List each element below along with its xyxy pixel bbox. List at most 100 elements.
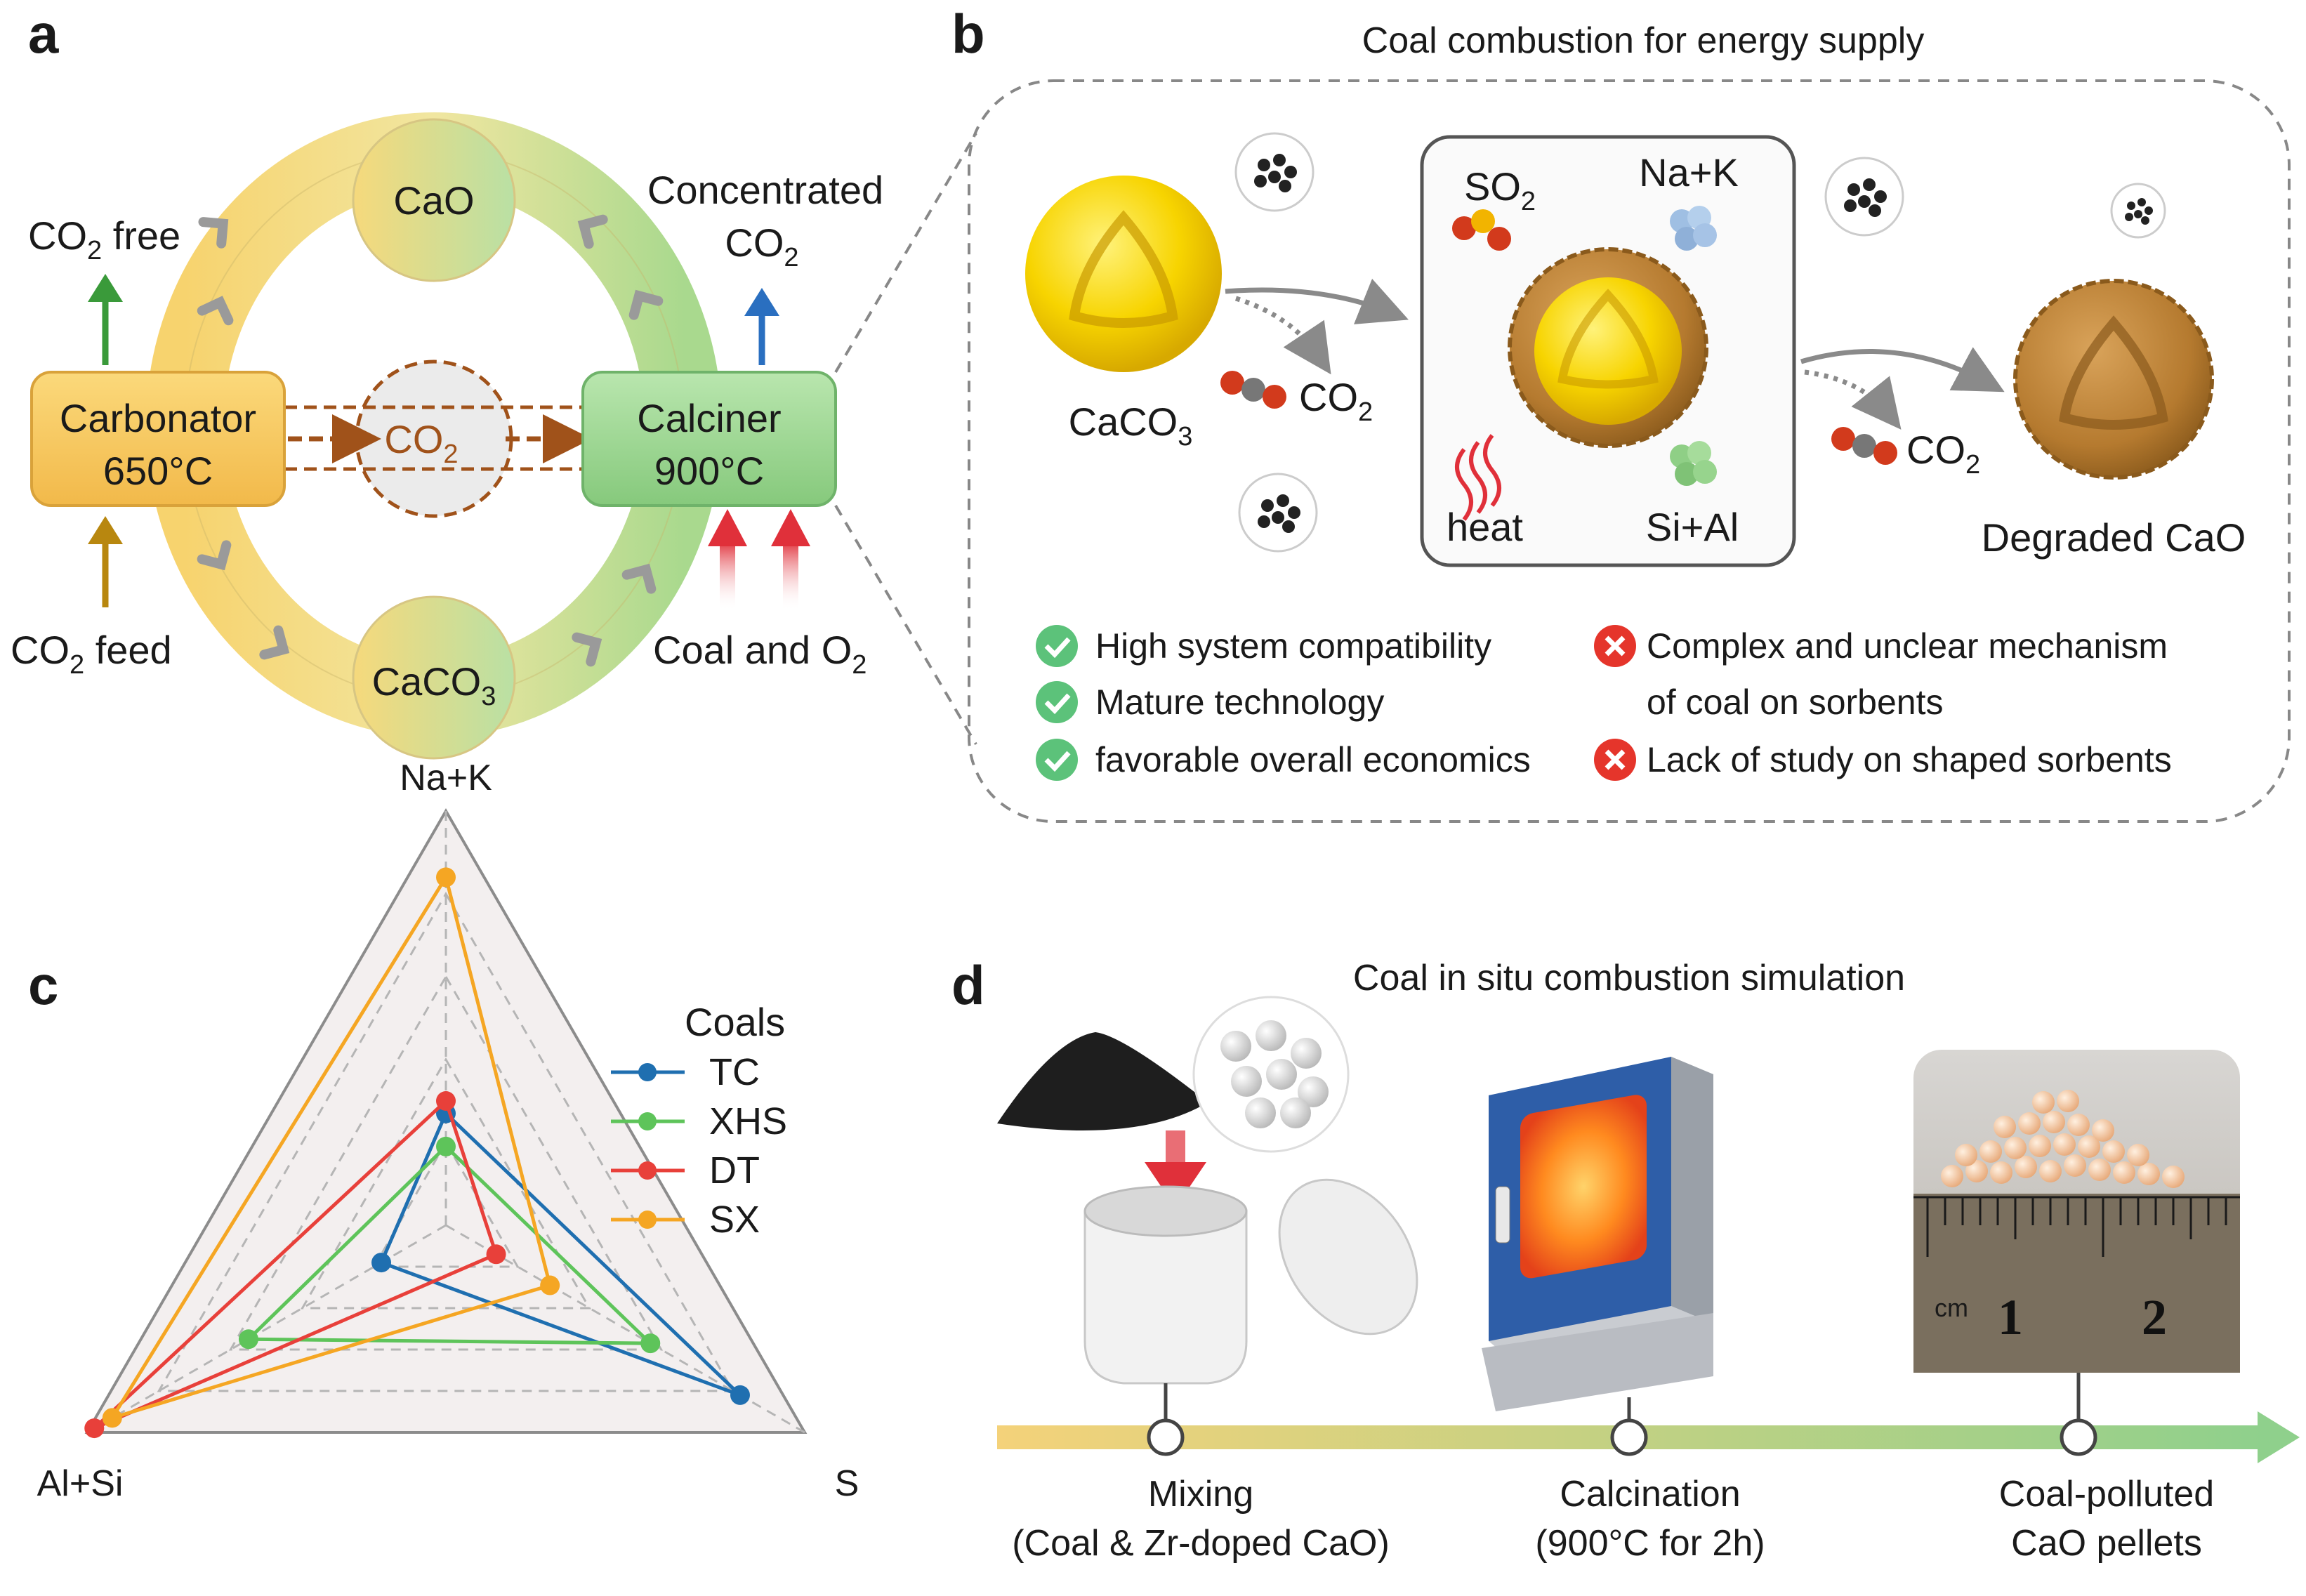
legend-title: Coals: [685, 1000, 785, 1044]
zoom-connector: [834, 132, 977, 746]
con-text: Lack of study on shaped sorbents: [1647, 740, 2172, 779]
step-2-line2: (900°C for 2h): [1535, 1523, 1765, 1564]
radar-point: [102, 1408, 122, 1428]
pro-item: Mature technology: [1036, 681, 1384, 723]
step-2-line1: Calcination: [1560, 1474, 1740, 1515]
panel-d: d Coal in situ combustion simulation: [951, 954, 2300, 1564]
con-item: Lack of study on shaped sorbents: [1594, 739, 2172, 781]
panel-label-b: b: [951, 3, 985, 65]
radar-axis-label: Na+K: [400, 758, 492, 798]
pro-text: Mature technology: [1095, 682, 1384, 722]
panel-label-d: d: [951, 954, 985, 1016]
heat-icon: [1455, 434, 1501, 521]
radar-grid-ring: [228, 975, 664, 1351]
coal-particles: [1234, 132, 2166, 553]
radar-axis-label: Al+Si: [37, 1463, 124, 1504]
radar-point: [371, 1253, 392, 1273]
ruler: [1913, 1196, 2240, 1257]
timeline-node-mixing: [1147, 1418, 1185, 1456]
pro-item: favorable overall economics: [1036, 739, 1531, 781]
legend-label: SX: [709, 1199, 760, 1241]
step-1-line1: Mixing: [1148, 1474, 1253, 1515]
degraded-cao: Degraded CaO: [1982, 279, 2246, 560]
radar-series-line: [93, 1097, 499, 1430]
panel-b-frame: [968, 79, 2291, 823]
co2-label-2: CO2: [1906, 428, 1980, 480]
con-text: Complex and unclear mechanism: [1647, 626, 2168, 666]
sial-label: Si+Al: [1646, 505, 1739, 549]
panel-b-title: Coal combustion for energy supply: [1362, 20, 1925, 61]
pros-list: High system compatibility Mature technol…: [1036, 625, 1531, 781]
con-text-continued: of coal on sorbents: [1647, 682, 1944, 722]
pellets-icon: [1192, 996, 1350, 1153]
legend-label: TC: [709, 1051, 760, 1093]
co2-free-label: CO2 free: [28, 213, 180, 265]
panel-label-a: a: [28, 3, 59, 65]
pro-text: favorable overall economics: [1095, 740, 1531, 779]
nak-label: Na+K: [1639, 150, 1739, 194]
radar-axis-label: S: [835, 1463, 859, 1504]
co2-feed-arrow: CO2 feed: [11, 516, 172, 680]
panel-b: b Coal combustion for energy supply CaCO…: [951, 3, 2291, 823]
pro-text: High system compatibility: [1095, 626, 1491, 666]
caco3-b-label: CaCO3: [1069, 400, 1193, 451]
caco3-node: CaCO3: [352, 595, 516, 760]
radar-point: [730, 1385, 750, 1405]
radar-point: [486, 1244, 506, 1265]
step-3-line1: Coal-polluted: [1999, 1474, 2214, 1515]
pro-item: High system compatibility: [1036, 625, 1491, 667]
carbonator-box: Carbonator 650°C: [30, 371, 286, 507]
step-3-line2: CaO pellets: [2011, 1523, 2202, 1564]
co2-feed-label: CO2 feed: [11, 628, 172, 680]
arrow-co2-release-2: [1804, 369, 1902, 430]
timeline-node-calcination: [1610, 1418, 1648, 1456]
radar-point: [540, 1275, 560, 1295]
radar-series-line: [244, 1144, 655, 1345]
radar-series-line: [108, 873, 553, 1421]
crucible: [1083, 1178, 1418, 1385]
coal-pile: [997, 1032, 1208, 1130]
heat-label: heat: [1447, 505, 1523, 549]
furnace: [1482, 1057, 1713, 1411]
down-arrow-icon: [1166, 1130, 1185, 1166]
radar-point: [436, 1091, 456, 1111]
radar-point: [640, 1333, 661, 1354]
ruler-mark-2: 2: [2142, 1289, 2167, 1345]
legend-label: XHS: [709, 1100, 787, 1142]
ring-chevrons: [197, 214, 664, 667]
radar-point: [436, 1136, 456, 1156]
timeline-node-pellets: [2060, 1418, 2097, 1456]
radar-grid-ring: [372, 1140, 520, 1268]
caco3-sphere: CaCO3: [1025, 176, 1222, 451]
combustion-box: SO2 Na+K heat Si+Al: [1420, 135, 1796, 567]
panel-label-c: c: [28, 954, 58, 1016]
radar-point: [84, 1418, 105, 1439]
calciner-temp: 900°C: [654, 449, 764, 493]
concentrated-co2-arrow: Concentrated CO2: [647, 168, 883, 365]
legend-marker: [638, 1161, 657, 1180]
calciner-name: Calciner: [637, 396, 781, 440]
legend-marker: [638, 1063, 657, 1081]
caco3-label: CaCO3: [372, 659, 496, 711]
cao-label: CaO: [393, 178, 474, 223]
timeline: [997, 1411, 2300, 1463]
radar-grid-ring: [157, 892, 735, 1392]
co2-free-arrow: CO2 free: [28, 213, 180, 365]
radar-series-line: [378, 1110, 742, 1397]
coal-o2-label: Coal and O2: [653, 628, 867, 680]
legend-marker: [638, 1211, 657, 1229]
carbonator-name: Carbonator: [60, 396, 256, 440]
arrow-caco3-to-box: [1225, 278, 1409, 324]
ruler-unit: cm: [1935, 1293, 1968, 1322]
calciner-box: Calciner 900°C: [581, 371, 837, 507]
pellets-photo: cm 1 2: [1913, 1050, 2240, 1373]
co2-transfer: CO2: [284, 360, 592, 518]
photo-pellets: [1941, 1090, 2185, 1188]
concentrated-co2-label: CO2: [725, 220, 798, 272]
cao-node: CaO: [352, 118, 516, 282]
degraded-label: Degraded CaO: [1982, 515, 2246, 560]
radar-point: [238, 1329, 258, 1350]
